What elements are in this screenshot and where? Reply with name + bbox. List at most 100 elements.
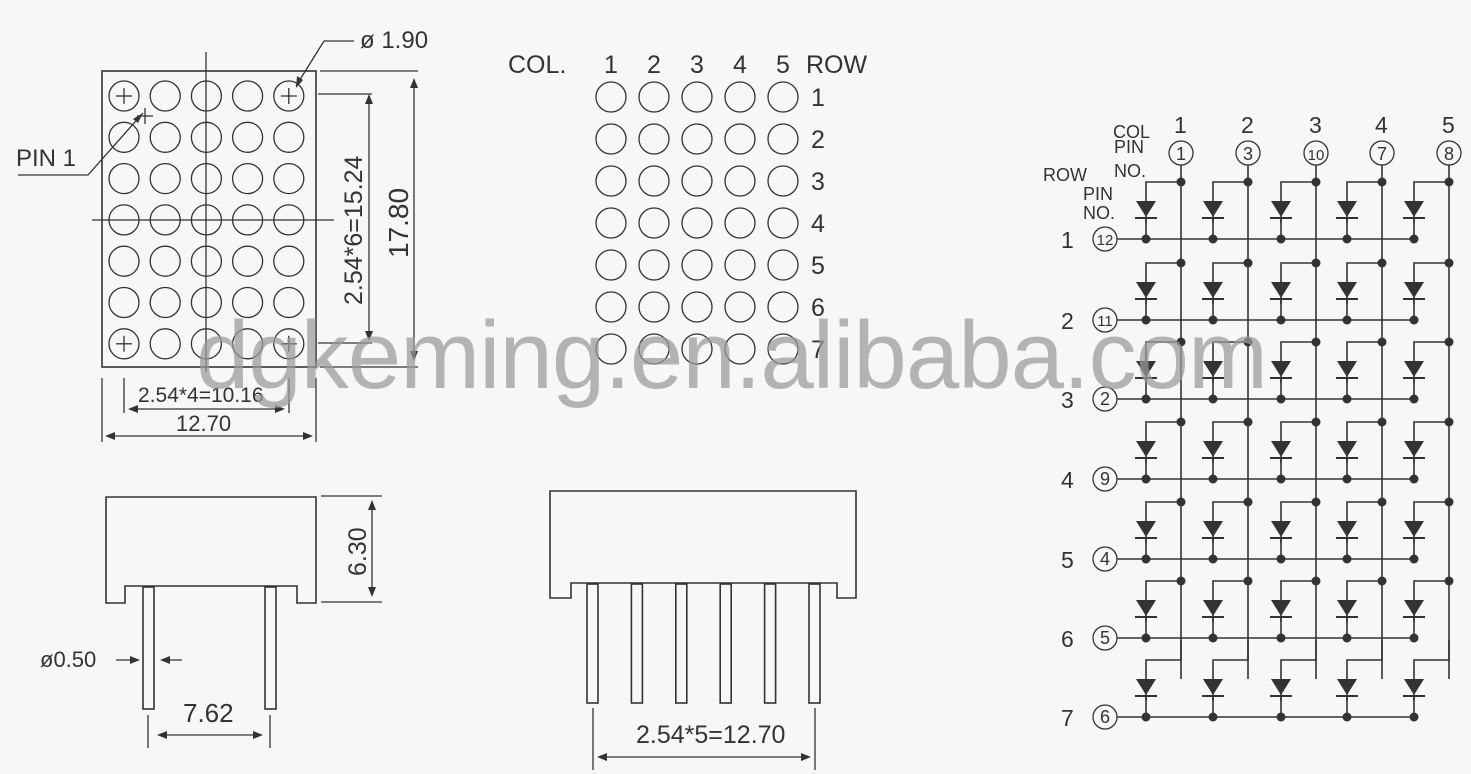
led-dot (231, 328, 264, 360)
led-diode-icon (1136, 521, 1156, 537)
layout-dot-grid (595, 81, 799, 365)
arrow-down-icon (410, 351, 418, 361)
junction-dot (1208, 712, 1218, 722)
row-number: 5 (1061, 547, 1074, 573)
junction-dot (1208, 394, 1218, 404)
junction-dot (1141, 474, 1151, 484)
arrow-up-icon (410, 78, 418, 88)
led-dot (595, 207, 627, 239)
arrow-down-icon (365, 331, 373, 341)
column-pin-number: 8 (1444, 144, 1454, 164)
led-dot (724, 291, 756, 323)
front-view-body-outline (101, 70, 317, 368)
junction-dot (1342, 315, 1352, 325)
junction-dot (1208, 474, 1218, 484)
junction-dot (1409, 234, 1419, 244)
row-number: 6 (1061, 626, 1074, 652)
led-diode-icon (1203, 679, 1223, 695)
led-diode-icon (1337, 679, 1357, 695)
led-dot (681, 333, 713, 365)
anode-wire (1346, 640, 1383, 701)
column-number: 3 (690, 51, 704, 79)
pin1-leader-line (18, 112, 144, 176)
junction-dot (1444, 337, 1454, 347)
col-pitch-label: 2.54*4=10.16 (138, 384, 264, 407)
column-number: 1 (1174, 112, 1187, 138)
arrow-up-icon (368, 500, 376, 510)
led-diode-icon (1404, 600, 1424, 616)
junction-dot (1409, 394, 1419, 404)
arrow-left-icon (597, 753, 607, 761)
arrow-right-icon (801, 753, 811, 761)
led-diode-icon (1337, 600, 1357, 616)
junction-dot (1208, 633, 1218, 643)
row-number: 4 (811, 210, 825, 238)
led-dot (767, 81, 799, 113)
junction-dot (1311, 258, 1321, 268)
junction-dot (1141, 394, 1151, 404)
junction-dot (1342, 394, 1352, 404)
led-dot (724, 207, 756, 239)
pin-spacing-label: 7.62 (183, 698, 234, 728)
led-diode-icon (1337, 441, 1357, 457)
junction-dot (1444, 497, 1454, 507)
led-dot (638, 81, 670, 113)
junction-dot (1208, 554, 1218, 564)
front-view-dot-grid (108, 80, 305, 360)
column-pin-number: 10 (1308, 147, 1325, 164)
anode-wire (1280, 640, 1317, 701)
led-dot (681, 165, 713, 197)
led-dot (273, 328, 305, 360)
led-diode-icon (1404, 679, 1424, 695)
front-view: PIN 1 ø 1.90 2.54*6=15.24 17.80 2.54*4=1… (16, 27, 428, 442)
col-header-label: COL. (508, 51, 566, 79)
anode-wire (1145, 640, 1182, 701)
row-pin-number: 11 (1097, 313, 1113, 330)
junction-dot (1208, 234, 1218, 244)
led-diode-icon (1271, 361, 1291, 377)
col-label: COL (1113, 122, 1150, 142)
junction-dot (1141, 315, 1151, 325)
junction-dot (1409, 712, 1419, 722)
led-dot (767, 333, 799, 365)
led-dot (724, 333, 756, 365)
led-diode-icon (1136, 282, 1156, 298)
pin (630, 583, 644, 704)
row-header-label: ROW (806, 51, 868, 79)
row-label: ROW (1043, 165, 1087, 185)
row-pin-label-line2: NO. (1083, 203, 1115, 223)
junction-dot (1276, 633, 1286, 643)
row-number: 7 (811, 336, 825, 364)
led-dot (231, 245, 264, 277)
junction-dot (1276, 394, 1286, 404)
led-dot (108, 286, 140, 319)
row-number: 1 (1061, 227, 1074, 253)
front-body-outline (549, 490, 857, 599)
junction-dot (1311, 497, 1321, 507)
led-dot (149, 80, 181, 112)
led-diode-icon (1136, 679, 1156, 695)
pin (719, 583, 733, 704)
led-diode-icon (1337, 201, 1357, 217)
led-diode-icon (1203, 441, 1223, 457)
row-pin-number: 5 (1100, 628, 1110, 648)
led-dot (231, 162, 264, 195)
junction-dot (1243, 497, 1253, 507)
led-diode-icon (1203, 361, 1223, 377)
row-number: 3 (811, 168, 825, 196)
led-diode-icon (1203, 282, 1223, 298)
column-pin-number: 7 (1377, 144, 1387, 164)
junction-dot (1409, 474, 1419, 484)
junction-dot (1377, 177, 1387, 187)
junction-dot (1377, 497, 1387, 507)
row-number: 4 (1061, 467, 1074, 493)
col-pin-label-line1: PIN (1114, 137, 1144, 157)
anode-wire (1413, 640, 1450, 701)
junction-dot (1141, 554, 1151, 564)
row-number: 2 (811, 126, 825, 154)
column-number: 1 (604, 51, 618, 79)
led-dot (638, 291, 670, 323)
